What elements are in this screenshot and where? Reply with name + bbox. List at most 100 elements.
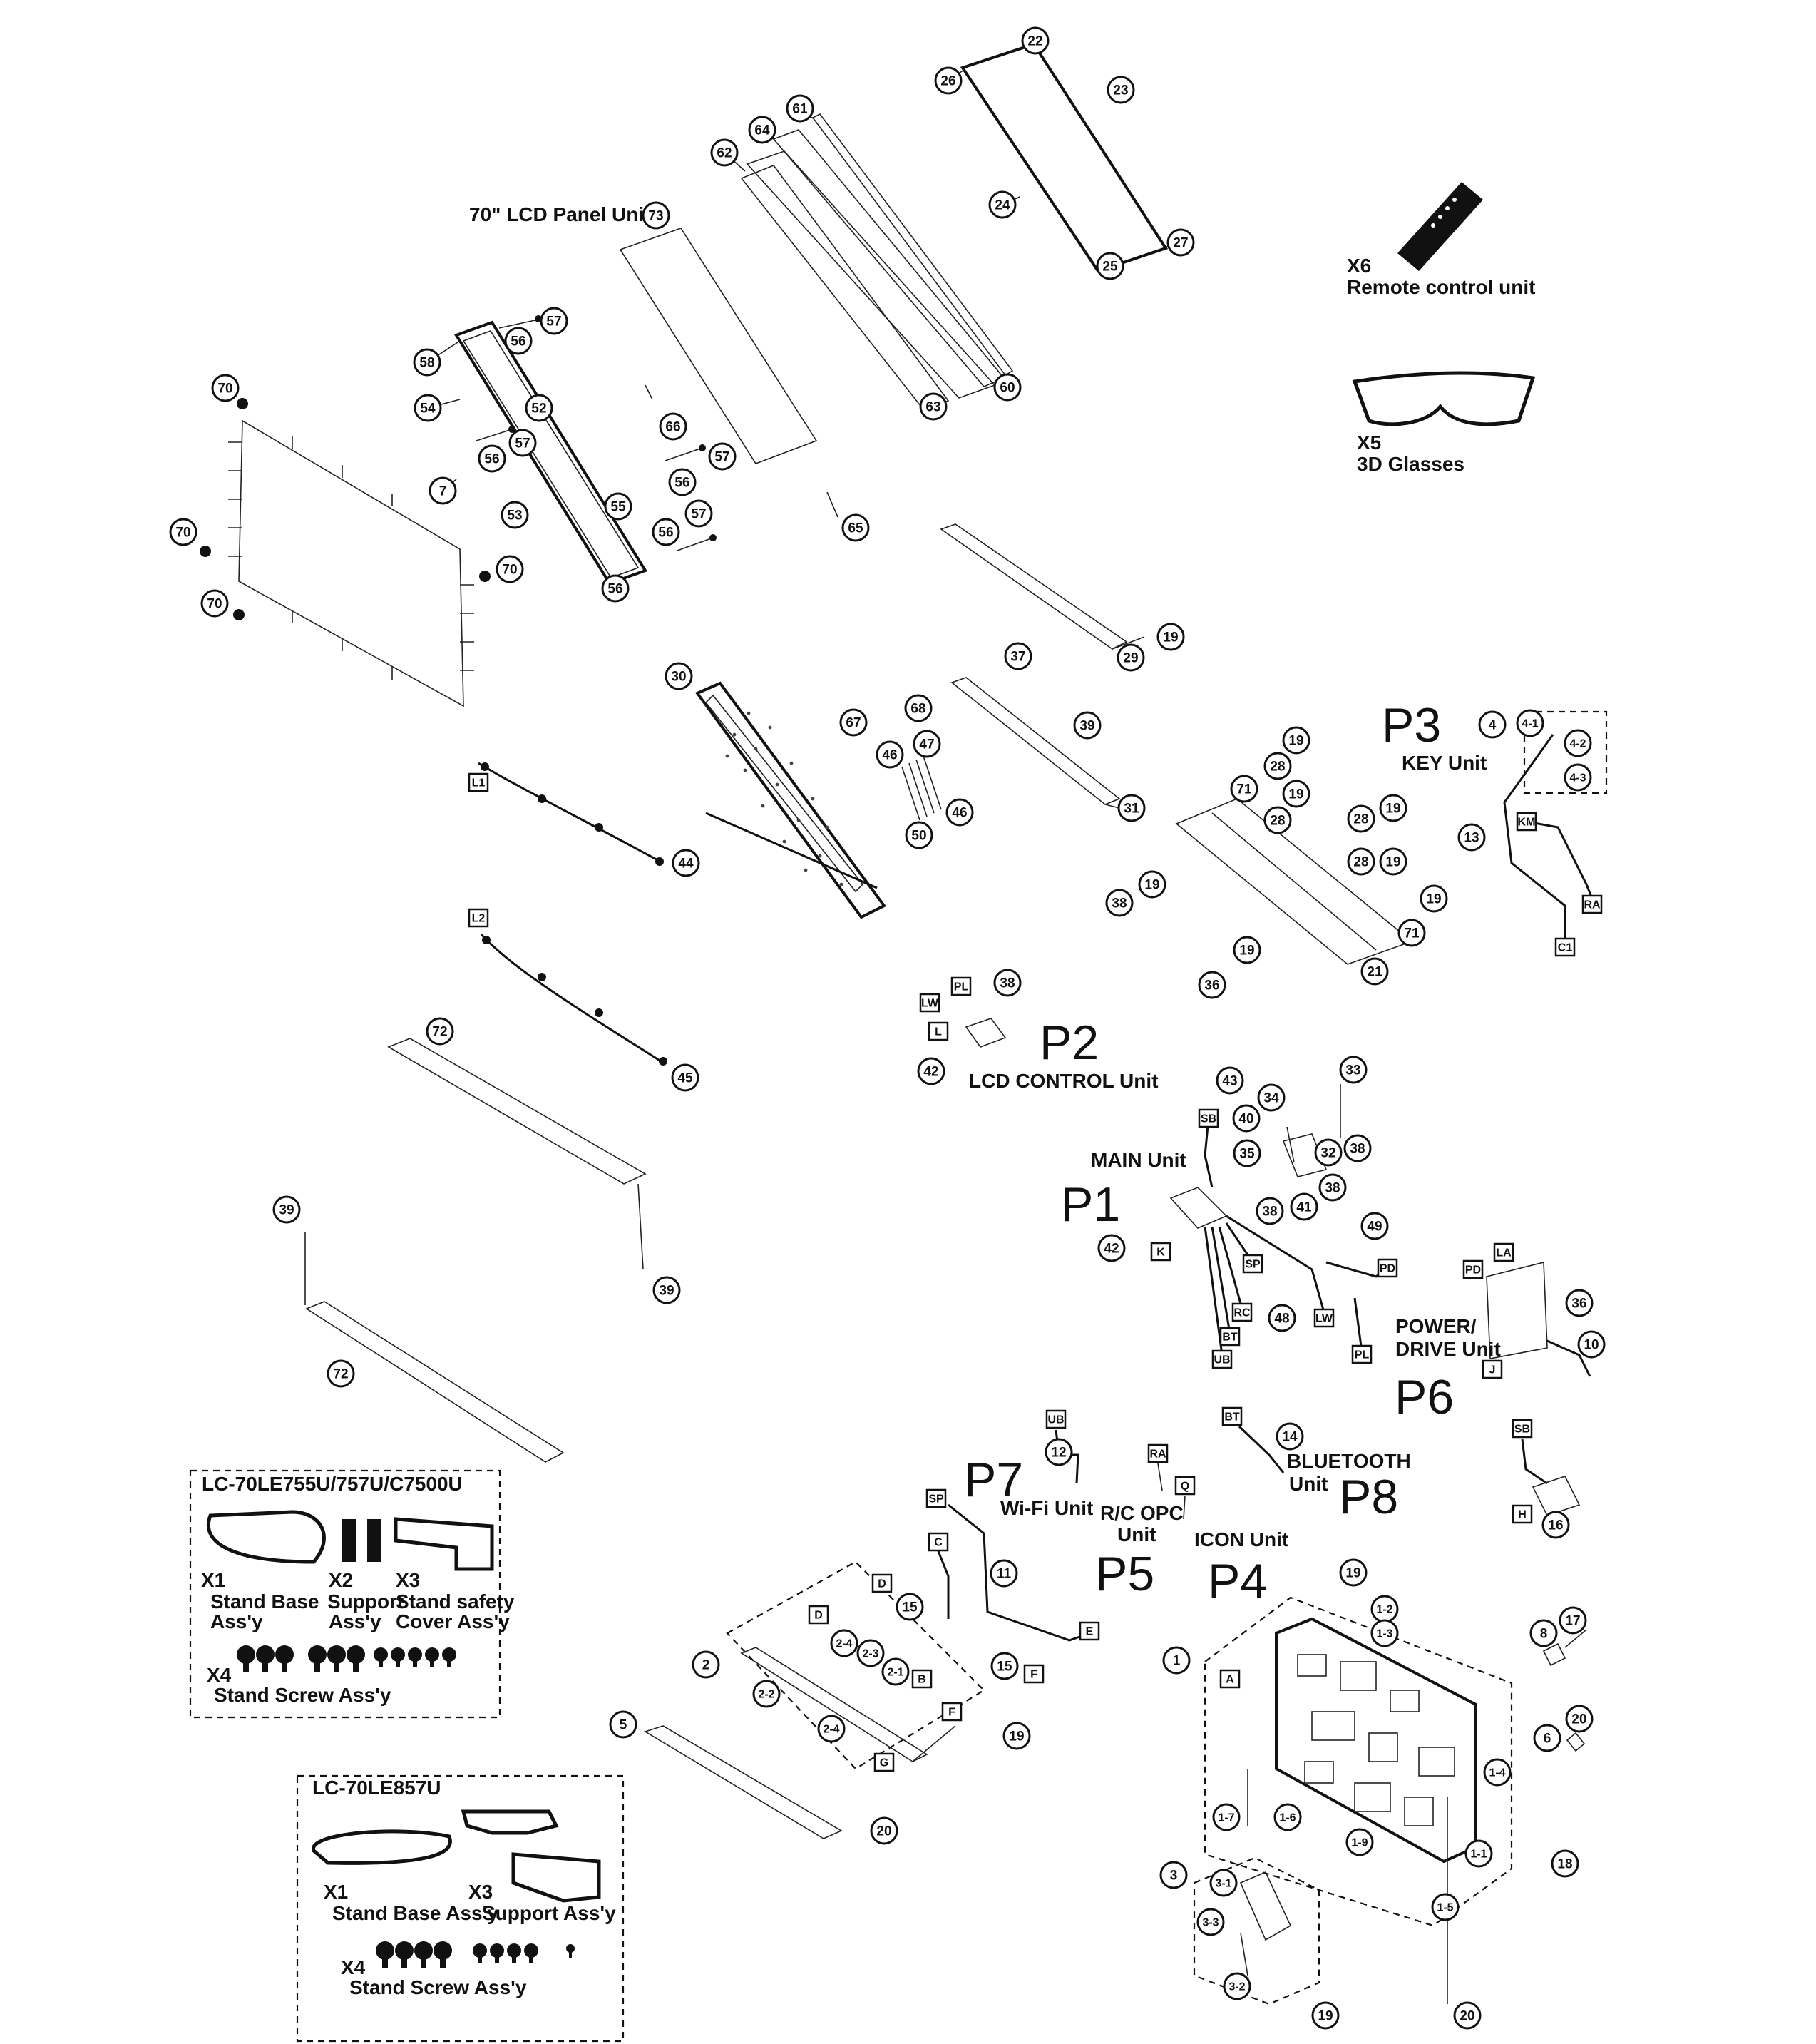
- callout-c13b: 1-3: [1370, 1619, 1399, 1647]
- callout-circle: [501, 501, 529, 529]
- callout-circle: [1483, 1758, 1512, 1787]
- callout-c12: 12: [1045, 1438, 1073, 1466]
- callout-number: 3-1: [1215, 1878, 1231, 1890]
- callout-number: 38: [1325, 1181, 1340, 1196]
- stand-base-icon-2: [312, 1829, 452, 1865]
- screw-set-icon-2: [376, 1941, 575, 1968]
- connector-box: [1219, 1669, 1241, 1689]
- handwritten-p4: P4: [1208, 1554, 1267, 1608]
- connector-bD2: D: [808, 1605, 829, 1625]
- callout-number: 40: [1238, 1112, 1253, 1127]
- callout-c46b: 46: [945, 798, 974, 827]
- callout-circle: [1138, 870, 1166, 899]
- connector-bJ: J: [1482, 1359, 1503, 1379]
- callout-circle: [1045, 1438, 1073, 1466]
- connector-label: BT: [1222, 1332, 1238, 1344]
- callout-number: 45: [677, 1071, 693, 1086]
- callout-circle: [672, 849, 700, 877]
- callout-circle: [525, 394, 553, 422]
- callout-circle: [414, 394, 442, 422]
- callout-number: 4-1: [1522, 718, 1538, 730]
- callout-circle: [839, 708, 868, 737]
- connector-box: [1147, 1443, 1169, 1463]
- callout-circle: [659, 412, 687, 441]
- callout-c33: 33: [1339, 1056, 1368, 1084]
- callout-c44: 44: [672, 849, 700, 877]
- callout-number: 42: [1104, 1242, 1119, 1257]
- callout-number: 19: [1288, 787, 1303, 802]
- callout-circle: [1263, 752, 1292, 780]
- connector-bC1: C1: [1554, 937, 1576, 957]
- callout-circle: [993, 373, 1022, 402]
- callout-circle: [426, 1017, 454, 1046]
- callout-number: 18: [1557, 1857, 1572, 1872]
- callout-c72a: 72: [426, 1017, 454, 1046]
- connector-bBT2: BT: [1221, 1406, 1243, 1426]
- connector-box: [808, 1605, 829, 1625]
- safety-cover-icon: [394, 1517, 494, 1571]
- 3d-glasses-icon: [1352, 371, 1536, 426]
- callout-number: 19: [1385, 855, 1400, 870]
- callout-c70d: 70: [200, 589, 229, 618]
- connector-label: RA: [1149, 1448, 1166, 1461]
- callout-circle: [1529, 1619, 1558, 1647]
- callout-c28a: 28: [1263, 752, 1292, 780]
- connector-label: BT: [1224, 1411, 1240, 1424]
- stand-kit-1: [189, 1469, 501, 1719]
- callout-number: 23: [1113, 83, 1128, 98]
- connector-box: [873, 1752, 895, 1772]
- callout-circle: [1282, 726, 1310, 755]
- callout-circle: [604, 492, 632, 521]
- connector-bQ: Q: [1174, 1476, 1196, 1496]
- callout-c20b: 20: [870, 1816, 898, 1845]
- callout-c48: 48: [1268, 1304, 1296, 1332]
- callout-number: 17: [1565, 1614, 1580, 1629]
- connector-label: PD: [1380, 1263, 1395, 1275]
- callout-c47: 47: [913, 730, 941, 758]
- callout-number: 25: [1102, 260, 1118, 275]
- callout-circle: [1268, 1304, 1296, 1332]
- callout-number: 64: [754, 123, 770, 138]
- callout-c14: 14: [1276, 1422, 1304, 1451]
- callout-number: 24: [995, 198, 1010, 213]
- connector-label: F: [948, 1707, 955, 1719]
- callout-c19f: 19: [1138, 870, 1166, 899]
- callout-number: 28: [1270, 814, 1285, 829]
- callout-c38c: 38: [1343, 1134, 1372, 1162]
- callout-circle: [945, 798, 974, 827]
- remote-x-label: X6: [1347, 255, 1371, 277]
- connector-box: [1242, 1254, 1263, 1274]
- connector-label: LW: [1315, 1313, 1333, 1325]
- connector-bL1: L1: [468, 772, 489, 792]
- connector-label: RC: [1233, 1307, 1251, 1319]
- callout-number: 70: [217, 382, 232, 397]
- callout-circle: [1565, 1705, 1594, 1733]
- callout-number: 3-3: [1202, 1917, 1219, 1929]
- callout-c68: 68: [904, 694, 933, 722]
- connector-box: [1045, 1409, 1067, 1429]
- callout-number: 19: [1318, 2009, 1333, 2024]
- main-unit-label: MAIN Unit: [1091, 1149, 1186, 1171]
- callout-c6: 6: [1533, 1724, 1561, 1752]
- kit1-x4-name: Stand Screw Ass'y: [214, 1684, 391, 1706]
- callout-number: 19: [1163, 630, 1178, 645]
- callout-c7: 7: [429, 476, 457, 505]
- leader-ra2: [1157, 1463, 1163, 1491]
- lcd-panel-unit: [619, 228, 838, 518]
- callout-number: 2-2: [758, 1689, 774, 1701]
- stand-kit-2: [296, 1774, 625, 2043]
- callout-circle: [1117, 643, 1145, 672]
- callout-number: 73: [648, 209, 663, 224]
- connector-bD1: D: [871, 1573, 893, 1593]
- callout-circle: [652, 1276, 681, 1304]
- callout-number: 71: [1404, 926, 1420, 941]
- callout-c4: 4: [1478, 710, 1507, 739]
- callout-circle: [1073, 711, 1102, 740]
- rc-opc-label-1: R/C OPC: [1100, 1502, 1184, 1524]
- front-glass-panel: [948, 41, 1181, 273]
- callout-c15c: 1-5: [1431, 1893, 1460, 1921]
- connector-bLA: LA: [1493, 1242, 1514, 1262]
- callout-number: 47: [919, 737, 934, 752]
- callout-c19g: 19: [1420, 884, 1448, 913]
- connector-box: [925, 1488, 947, 1508]
